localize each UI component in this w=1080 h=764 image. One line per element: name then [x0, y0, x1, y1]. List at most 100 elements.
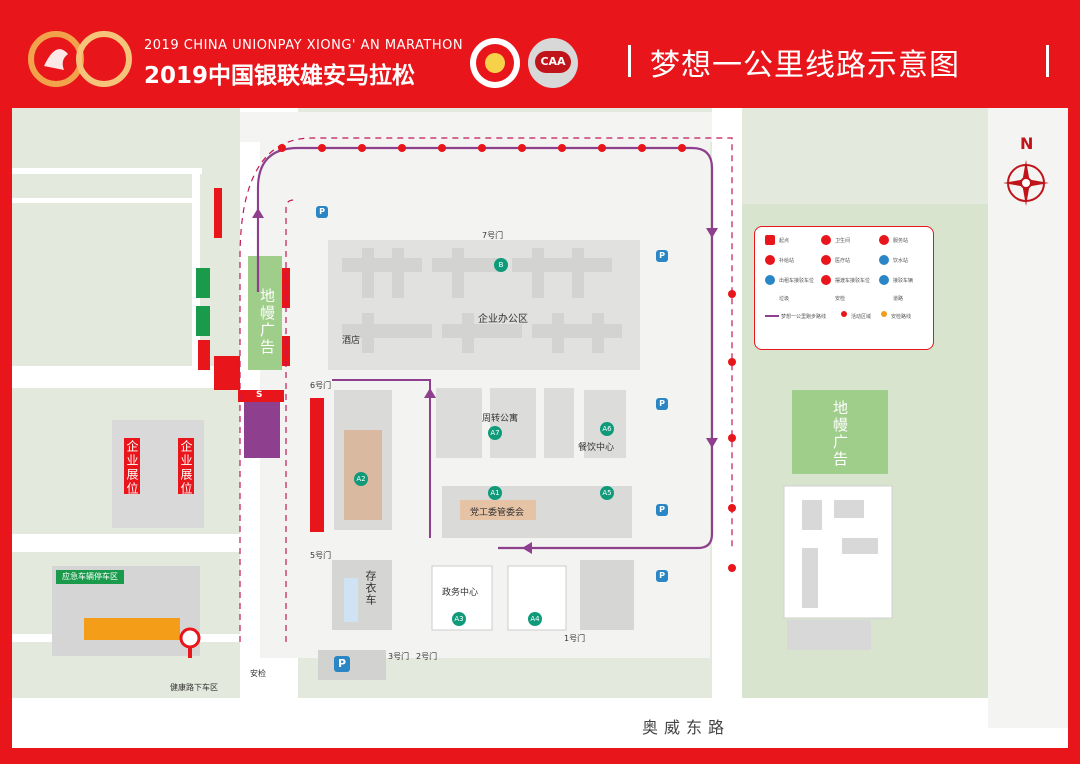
compass-icon — [1003, 160, 1049, 206]
tag-a7: A7 — [488, 426, 502, 440]
legend-item-4: 补给站 — [779, 258, 795, 264]
legend-item-13: 梦想一公里跑步路线 — [781, 314, 827, 320]
road-north — [240, 112, 712, 142]
legend-item-1: 起点 — [779, 238, 790, 244]
tag-a5: A5 — [600, 486, 614, 500]
west-path-2 — [12, 198, 192, 203]
gate-3-label: 3号门 — [388, 652, 410, 661]
emergency-orange — [84, 618, 180, 640]
road-name-aowei-east: 奥威东路 — [642, 718, 731, 737]
enterprise-exhibit-label-1: 企业展位 — [125, 440, 139, 496]
parking-icon-3: P — [656, 398, 668, 410]
route-arrows — [252, 208, 718, 554]
legend-shuttle-icon — [821, 275, 831, 285]
tag-a2: A2 — [354, 472, 368, 486]
tag-a6: A6 — [600, 422, 614, 436]
west-giant-screen — [248, 256, 282, 370]
gate-2-label: 2号门 — [416, 652, 438, 661]
tag-a1: A1 — [488, 486, 502, 500]
legend-item-2: 卫生间 — [835, 238, 851, 244]
tag-a4: A4 — [528, 612, 542, 626]
legend-supply-icon — [765, 255, 775, 265]
legend-start-icon — [765, 235, 775, 245]
parking-icon-2: P — [656, 250, 668, 262]
caa-badge-label: CAA — [535, 51, 571, 73]
legend-water-icon — [879, 255, 889, 265]
east-giant-screen — [792, 390, 888, 474]
legend-item-11: 安检 — [835, 296, 846, 302]
giant-screen-label-east: 地幔广告 — [831, 400, 849, 468]
west-path-1 — [12, 168, 202, 174]
route-title: 梦想一公里线路示意图 — [650, 48, 960, 83]
running-route-inner — [332, 379, 431, 538]
bag-storage-label: 存衣车 — [364, 570, 377, 606]
map-graphics — [12, 108, 1068, 748]
gate-6-label: 6号门 — [310, 381, 332, 390]
tag-a3: A3 — [452, 612, 466, 626]
legend-activity-icon — [841, 311, 847, 317]
apartment-buildings — [436, 388, 626, 458]
title-divider-right — [1046, 45, 1049, 77]
gate-5-label: 5号门 — [310, 551, 332, 560]
road-south — [12, 698, 1068, 748]
compass-north-label: N — [1020, 134, 1034, 153]
safety-dashed-line — [239, 137, 733, 642]
party-committee-label: 党工委管委会 — [470, 508, 525, 518]
parking-icon-5: P — [656, 570, 668, 582]
party-committee-roof — [460, 500, 536, 520]
service-green-2 — [196, 306, 210, 336]
bag-storage-block — [332, 560, 392, 630]
map-legend: 起点 卫生间 服务站 补给站 医疗站 饮水站 出租车接驳车位 摆渡车接驳车位 接… — [754, 226, 934, 350]
legend-item-5: 医疗站 — [835, 258, 851, 264]
parking-icon-south: P — [334, 656, 350, 672]
running-route-main — [256, 146, 714, 550]
header: 2019 CHINA UNIONPAY XIONG' AN MARATHON 2… — [0, 0, 1080, 108]
parking-icon-4: P — [656, 504, 668, 516]
start-zone-purple — [244, 402, 280, 458]
tag-b: B — [494, 258, 508, 272]
exhibit-booth-1 — [124, 438, 140, 494]
legend-medical-icon — [821, 255, 831, 265]
legend-toilet-icon — [821, 235, 831, 245]
legend-item-14: 活动区域 — [851, 314, 872, 320]
east-building-details — [787, 500, 878, 650]
dropoff-pin-icon — [179, 627, 201, 658]
legend-route-line-icon — [765, 315, 779, 317]
site-map: 地幔广告 地幔广告 企业展位 企业展位 奥威东路 N 企业办公区 酒店 周转公寓… — [12, 108, 1068, 748]
legend-service-icon — [879, 235, 889, 245]
legend-item-8: 摆渡车接驳车位 — [835, 278, 871, 284]
dining-center-label: 餐饮中心 — [578, 443, 615, 453]
legend-item-7: 出租车接驳车位 — [779, 278, 815, 284]
gate-1-label: 1号门 — [564, 634, 586, 643]
legend-item-15: 安检路线 — [891, 314, 912, 320]
apartment-label: 周转公寓 — [482, 414, 519, 424]
title-divider-left — [628, 45, 631, 77]
office-area-label: 企业办公区 — [478, 314, 528, 325]
legend-item-9: 接驳车辆 — [893, 278, 914, 284]
emergency-green-label-bg — [56, 570, 124, 584]
legend-security-route-icon — [881, 311, 887, 317]
legend-item-12: 道路 — [893, 296, 904, 302]
parking-lot-south — [318, 650, 386, 680]
event-title-en: 2019 CHINA UNIONPAY XIONG' AN MARATHON — [144, 38, 464, 53]
security-check-label: 安检 — [250, 669, 266, 678]
road-west-1 — [12, 366, 242, 388]
legend-vehicle-icon — [879, 275, 889, 285]
government-center-label: 政务中心 — [442, 588, 479, 598]
giant-screen-label-west: 地幔广告 — [258, 288, 276, 356]
route-markers — [278, 144, 736, 572]
building-gray-east — [580, 560, 634, 630]
dropoff-label: 健康路下车区 — [170, 683, 218, 692]
hotel-label: 酒店 — [342, 336, 361, 346]
service-green-1 — [196, 268, 210, 298]
caa-badge-icon: CAA — [528, 38, 578, 88]
legend-item-3: 服务站 — [893, 238, 909, 244]
service-red-1 — [198, 340, 210, 370]
road-west-2 — [12, 534, 242, 552]
parking-icon-1: P — [316, 206, 328, 218]
service-red-2 — [214, 356, 240, 390]
safety-dashed-line-2 — [285, 199, 295, 642]
bag-storage-truck — [344, 578, 358, 622]
start-marker: S — [256, 390, 263, 400]
athletics-association-badge-icon — [470, 38, 520, 88]
